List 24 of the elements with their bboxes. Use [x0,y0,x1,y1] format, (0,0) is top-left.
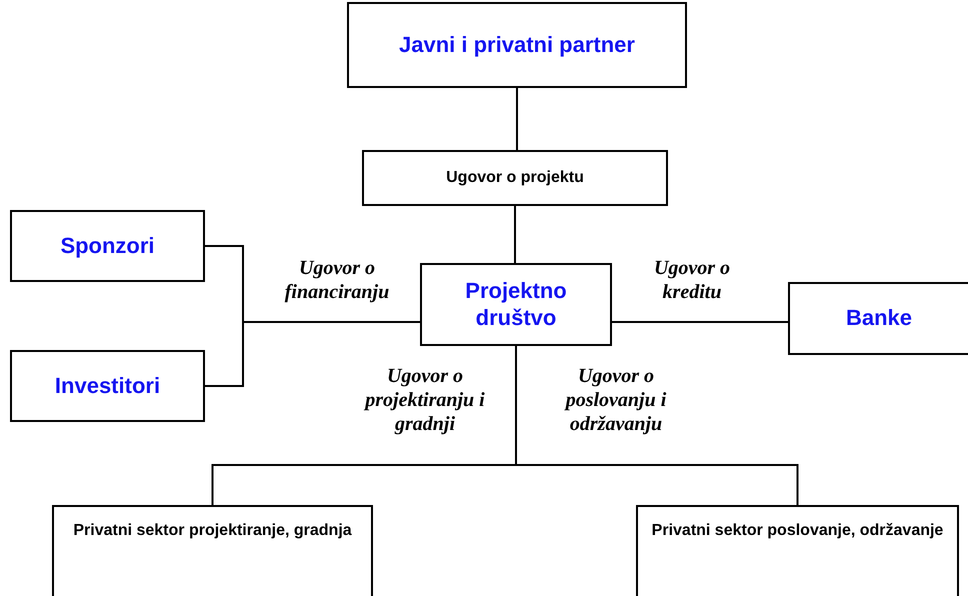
connector-line [205,321,420,387]
node-label: Sponzori [60,232,155,260]
sector-box [52,505,373,596]
party-box [347,2,687,88]
contract-box [362,150,668,206]
connector-line [516,88,518,150]
node-label: Privatni sektor projektiranje, gradnja [73,521,352,541]
sector-box [636,505,959,596]
node-label: Javni i privatni partner [399,32,635,58]
company-box [420,263,612,346]
node-label: Privatni sektor poslovanje, održavanje [652,521,944,541]
party-box [10,210,205,282]
node-label: Banke [846,305,912,332]
party-box [10,350,205,422]
edge-label: Ugovor o poslovanju i održavanju [563,364,668,436]
edge-label: Ugovor o financiranju [284,256,390,304]
connector-line [612,321,788,323]
node-label: Investitori [54,372,160,400]
connector-line [514,206,516,263]
edge-label: Ugovor o projektiranju i gradnji [362,364,486,436]
node-label: Ugovor o projektu [446,168,584,188]
node-label: Projektno društvo [464,278,568,331]
edge-label: Ugovor o kreditu [652,256,732,304]
party-box [788,282,968,355]
